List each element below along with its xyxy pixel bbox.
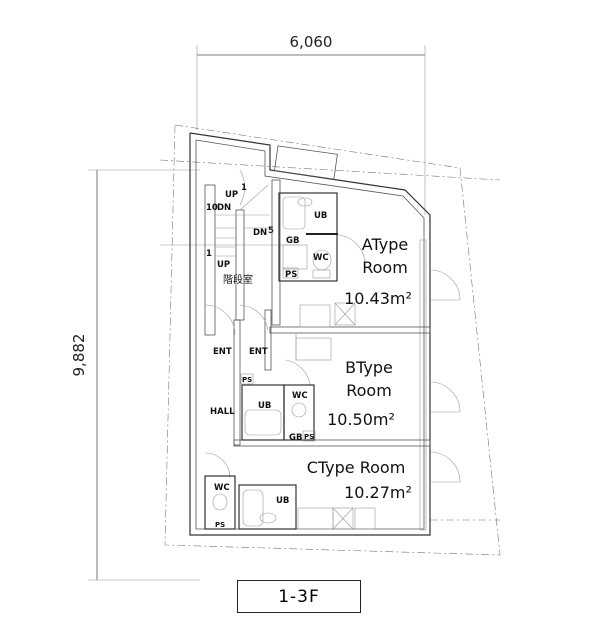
room-a: AType Room 10.43m² [344,235,412,308]
b-ps-label-2: PS [242,376,252,384]
room-b: BType Room 10.50m² [327,358,395,429]
ent-label-2: ENT [249,347,268,357]
stair-up-label-2: UP [217,260,230,270]
stair-up-label: UP [225,190,238,200]
depth-dimension: 9,882 [70,169,200,581]
property-lines [159,124,501,556]
b-gb-label: GB [289,433,302,443]
b-wc-label: WC [292,391,308,401]
a-wet-area: UB GB WC PS [271,179,366,326]
stair-step-5: 5 [268,226,274,236]
stair: UP 10 DN 1 DN 5 1 UP 階段室 [204,169,274,336]
c-wet-area: WC UB PS [204,475,376,530]
hall-label: HALL [210,407,235,417]
b-wet-area: UB WC GB PS PS [240,373,316,443]
stair-step-10: 10 [206,203,218,213]
stair-room-label: 階段室 [223,273,253,286]
room-c-area: 10.27m² [344,483,412,502]
depth-dimension-label: 9,882 [70,334,88,377]
stair-dn-label-2: DN [253,228,267,238]
room-a-area: 10.43m² [344,289,412,308]
room-b-room: Room [346,381,392,400]
room-c-type: CType Room [307,458,406,477]
room-a-type: AType [362,235,408,254]
c-ub-label: UB [276,496,289,506]
stair-step-1: 1 [206,249,212,259]
a-ps-label: PS [285,270,297,280]
a-ub-label: UB [314,211,327,221]
b-ps-label-1: PS [304,433,314,441]
floor-label: 1-3F [237,580,361,613]
c-wc-label: WC [214,483,230,493]
a-gb-label: GB [286,236,299,246]
room-b-type: BType [345,358,393,377]
width-dimension-label: 6,060 [290,33,333,51]
a-wc-label: WC [313,253,329,263]
c-ps-label: PS [215,521,225,529]
room-b-area: 10.50m² [327,410,395,429]
b-ub-label: UB [258,401,271,411]
room-a-room: Room [362,258,408,277]
width-dimension: 6,060 [196,33,426,215]
stair-dn-label: DN [217,203,231,213]
room-c: CType Room 10.27m² [307,458,412,502]
windows [419,239,461,531]
stair-step-1-top: 1 [241,183,247,193]
interior-walls [204,302,431,479]
ent-label-1: ENT [213,347,232,357]
